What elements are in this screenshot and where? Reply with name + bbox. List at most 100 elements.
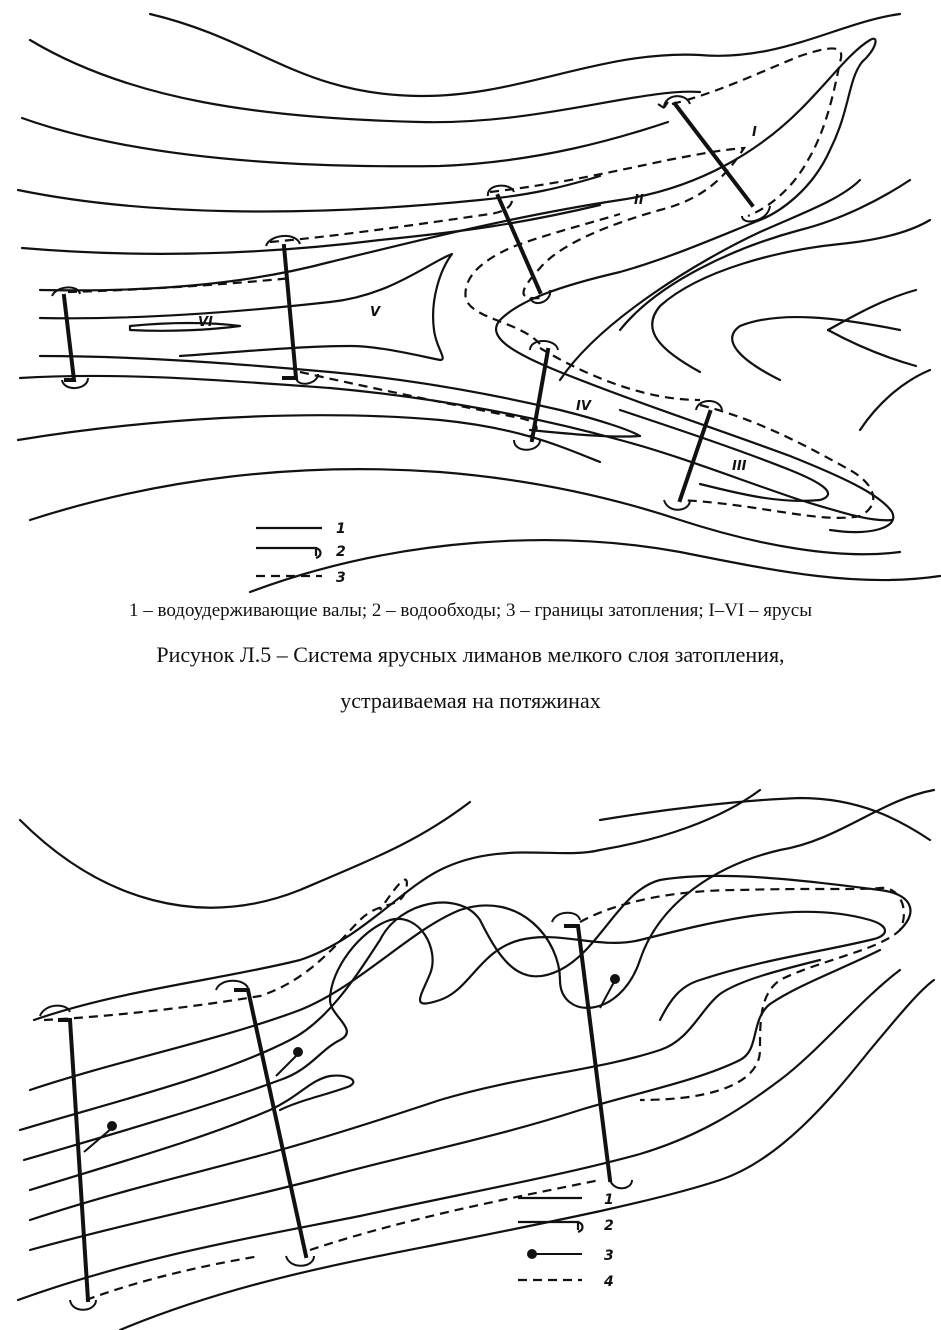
flood-boundary-ii bbox=[489, 146, 747, 300]
valley-contours bbox=[18, 37, 895, 534]
water-bypass-icon bbox=[486, 184, 515, 197]
dam bbox=[234, 988, 309, 1259]
water-bypass-icon bbox=[551, 911, 581, 923]
water-bypass-icon bbox=[695, 400, 723, 411]
figure-1-map: I II III IV V VI 1 2 3 bbox=[16, 12, 941, 594]
legend-symbol-bypass bbox=[518, 1220, 584, 1234]
legend-number: 2 bbox=[604, 1218, 614, 1234]
contour-line bbox=[18, 874, 912, 1132]
water-bypass-icon bbox=[529, 289, 552, 305]
outlet-pipe-icon bbox=[610, 974, 620, 984]
contour-line bbox=[618, 178, 912, 332]
contour-line bbox=[16, 174, 602, 213]
water-bypasses bbox=[51, 95, 771, 511]
tier-label: III bbox=[732, 459, 747, 474]
flood-boundary-i bbox=[671, 47, 843, 218]
contour-line bbox=[32, 788, 762, 1022]
figure-1-legend-note: 1 – водоудерживающие валы; 2 – водообход… bbox=[129, 600, 812, 621]
contour-line bbox=[16, 414, 602, 464]
contour-line bbox=[28, 948, 882, 1252]
figure-1-tiered-estuaries: I II III IV V VI 1 2 3 bbox=[0, 0, 941, 600]
outlet-pipe-icon bbox=[275, 1053, 299, 1077]
valley-inner-tongue bbox=[128, 321, 242, 332]
figure-2-legend: 1 2 3 4 bbox=[518, 1192, 614, 1290]
dam bbox=[564, 924, 613, 1183]
legend-symbol-outlet bbox=[527, 1249, 537, 1259]
outlet-pipe-icon bbox=[599, 981, 615, 1009]
contour-line bbox=[118, 978, 936, 1330]
contour-line bbox=[16, 968, 902, 1302]
contour-line bbox=[731, 315, 902, 382]
valley-outer-north bbox=[38, 37, 895, 534]
legend-number: 1 bbox=[604, 1192, 614, 1208]
contour-lines-south bbox=[16, 178, 941, 594]
water-bypass-icon bbox=[69, 1299, 97, 1311]
valley-channel-iii bbox=[618, 408, 829, 502]
contour-line bbox=[651, 218, 932, 374]
water-bypass-icon bbox=[663, 499, 691, 511]
flood-boundary bbox=[43, 878, 408, 1022]
dam-i bbox=[672, 101, 755, 208]
contour-lines bbox=[16, 788, 936, 1330]
flood-boundary-v bbox=[269, 199, 514, 244]
water-bypass-icon bbox=[51, 286, 81, 297]
contour-line bbox=[28, 1074, 355, 1192]
flood-boundaries bbox=[43, 878, 905, 1302]
dam-iii bbox=[677, 409, 713, 503]
flood-boundaries bbox=[67, 47, 875, 519]
contour-line bbox=[28, 958, 822, 1222]
legend-number: 3 bbox=[604, 1248, 614, 1264]
water-bypass-icon bbox=[609, 1179, 633, 1190]
valley-outer-south bbox=[18, 374, 894, 522]
contour-line bbox=[22, 910, 887, 1162]
outlet-pipe-icon bbox=[293, 1047, 303, 1057]
tier-label: VI bbox=[198, 315, 213, 330]
figure-caption-subtitle: устраиваемая на потяжинах bbox=[340, 688, 601, 713]
figure-caption-title: Рисунок Л.5 – Система ярусных лиманов ме… bbox=[156, 642, 785, 667]
water-bypass-icon bbox=[513, 439, 541, 451]
legend-number: 1 bbox=[336, 521, 346, 537]
contour-line bbox=[18, 800, 472, 909]
legend-symbol-bypass bbox=[256, 546, 322, 560]
contour-line bbox=[28, 788, 936, 1092]
contour-line bbox=[248, 539, 941, 594]
contour-line bbox=[28, 468, 902, 556]
dam bbox=[58, 1018, 91, 1303]
flood-boundary-iii bbox=[679, 403, 875, 519]
dam-vi bbox=[61, 293, 77, 382]
dam-iv bbox=[529, 347, 551, 443]
flood-boundary bbox=[85, 1254, 261, 1302]
valley-inner-south bbox=[38, 354, 642, 438]
water-retaining-dams bbox=[58, 924, 613, 1303]
contour-line bbox=[858, 368, 932, 432]
contour-line bbox=[826, 288, 918, 332]
water-bypasses bbox=[39, 911, 633, 1311]
figure-2-map: 1 2 3 4 bbox=[16, 788, 936, 1330]
water-bypass-icon bbox=[61, 377, 89, 389]
contour-line bbox=[20, 116, 670, 168]
legend-number: 3 bbox=[336, 570, 346, 586]
contour-lines-north bbox=[16, 12, 902, 255]
figure-2-estuaries-with-outlets: 1 2 3 4 bbox=[0, 780, 941, 1330]
flood-boundary bbox=[309, 1178, 601, 1252]
water-bypass-icon bbox=[657, 95, 691, 109]
outlet-pipe-icon bbox=[83, 1127, 113, 1153]
flood-boundary bbox=[579, 886, 905, 1102]
water-bypass-icon bbox=[295, 373, 319, 385]
dam-ii bbox=[495, 193, 543, 295]
contour-line bbox=[20, 203, 602, 255]
contour-line bbox=[28, 38, 702, 124]
flood-boundary-vi bbox=[67, 276, 293, 294]
outlet-pipes bbox=[83, 974, 620, 1153]
valley-inner-north bbox=[38, 252, 454, 362]
dam-v bbox=[281, 243, 299, 380]
water-bypass-icon bbox=[285, 1255, 315, 1267]
contour-line bbox=[148, 12, 902, 98]
tier-label: II bbox=[634, 193, 644, 208]
tier-label: IV bbox=[576, 399, 592, 414]
flood-boundary-iv-south bbox=[539, 347, 701, 402]
outlet-pipe-icon bbox=[107, 1121, 117, 1131]
flood-boundary-iv bbox=[464, 212, 621, 345]
contour-line bbox=[558, 178, 862, 382]
legend-number: 2 bbox=[336, 544, 346, 560]
